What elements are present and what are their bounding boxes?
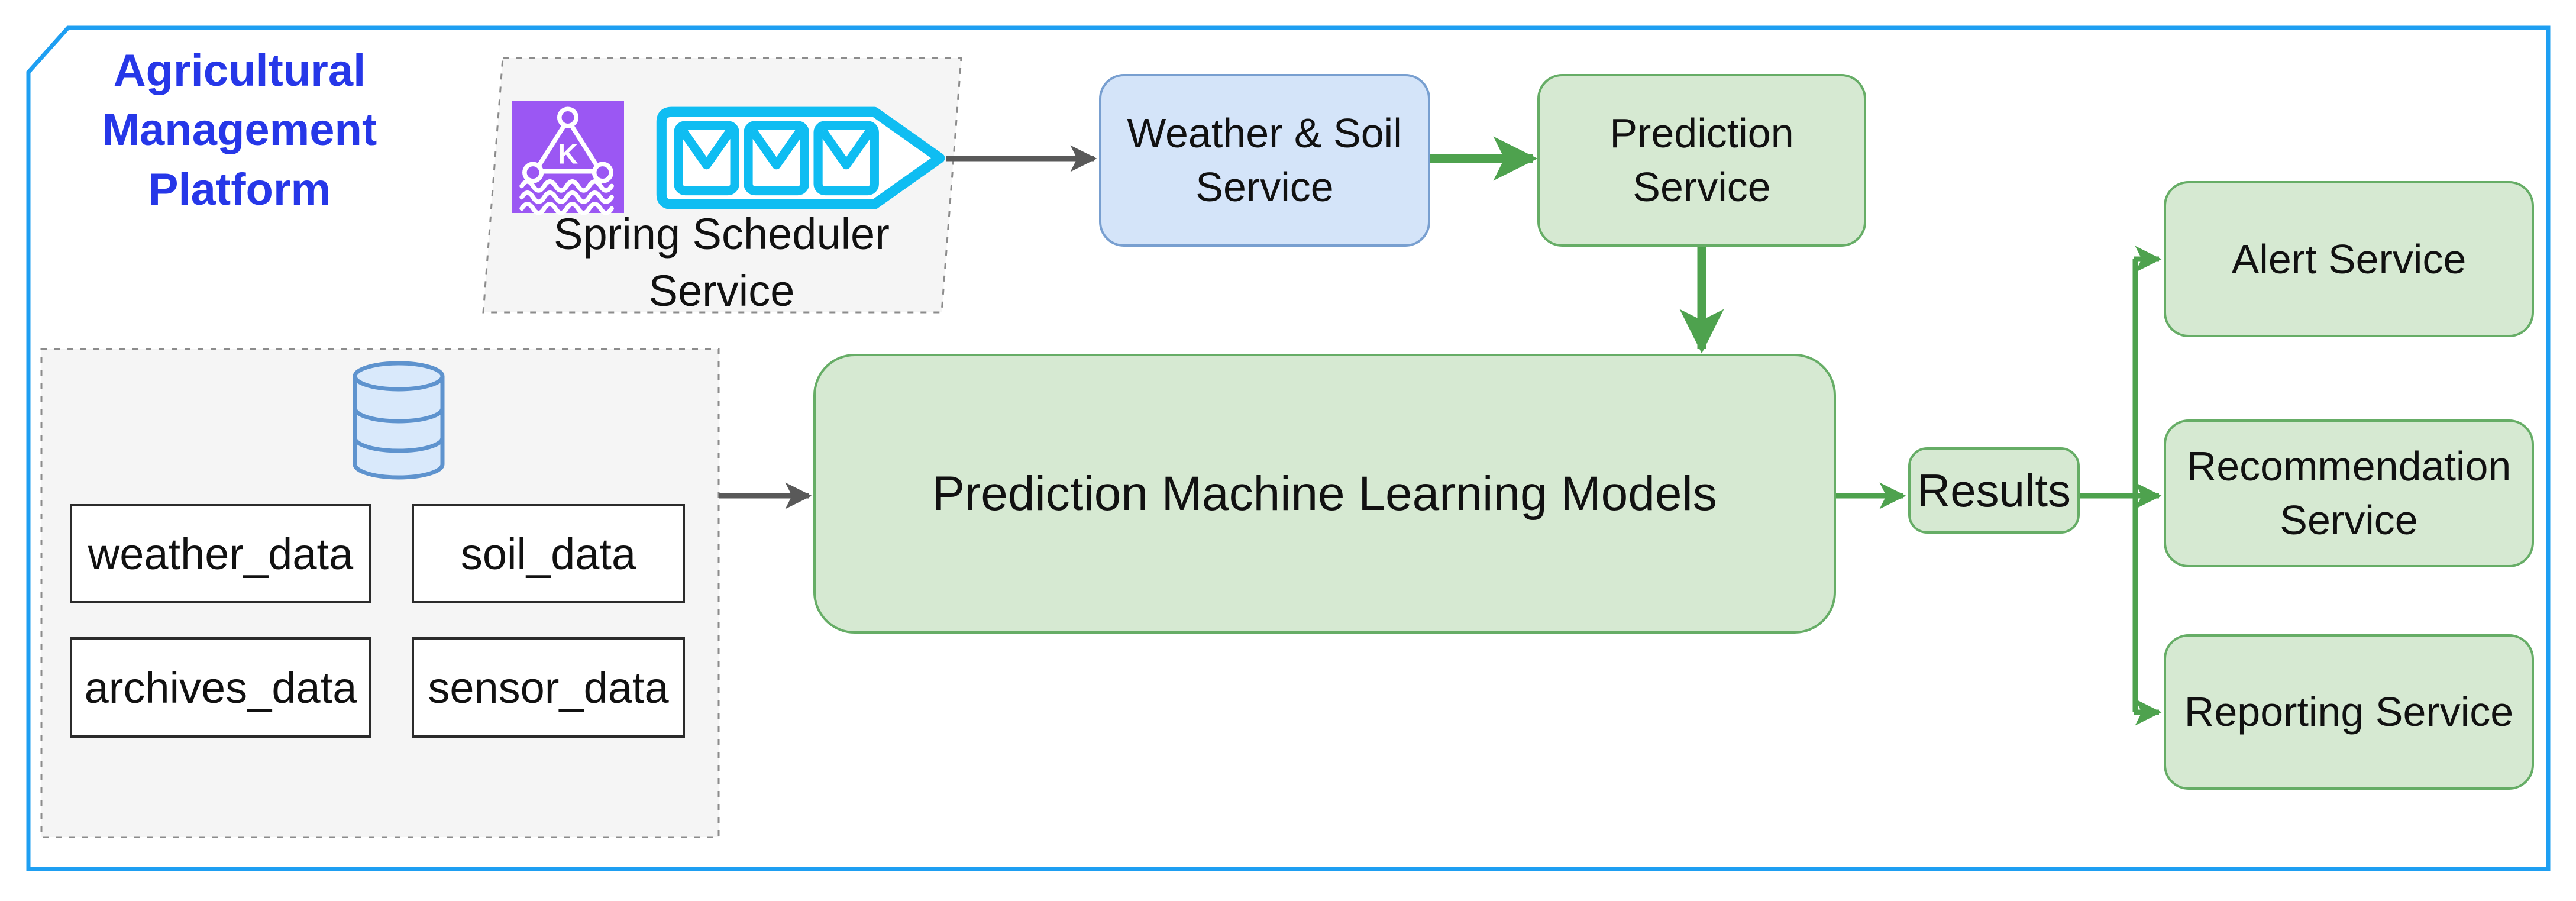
node-reporting-service: Reporting Service — [2164, 634, 2534, 790]
kafka-msk-icon: K — [512, 101, 624, 215]
node-reporting-label: Reporting Service — [2184, 689, 2514, 735]
node-weather-soil-label: Weather & Soil Service — [1127, 110, 1402, 210]
svg-text:K: K — [558, 138, 578, 170]
database-cylinder-icon — [353, 361, 445, 480]
db-table-weather-data: weather_data — [70, 504, 371, 603]
db-table-soil-data: soil_data — [412, 504, 685, 603]
node-alert-service: Alert Service — [2164, 181, 2534, 337]
node-results-label: Results — [1916, 464, 2071, 516]
message-queue-icon — [656, 106, 945, 209]
db-table-label: sensor_data — [428, 663, 669, 712]
db-table-label: archives_data — [84, 663, 357, 712]
node-recommendation-label: Recommendation Service — [2186, 443, 2512, 543]
node-ml-models-label: Prediction Machine Learning Models — [932, 466, 1717, 521]
node-recommendation-service: Recommendation Service — [2164, 419, 2534, 567]
node-prediction-service: Prediction Service — [1537, 74, 1866, 247]
db-table-label: weather_data — [88, 529, 354, 579]
node-weather-soil-service: Weather & Soil Service — [1099, 74, 1430, 247]
node-prediction-label: Prediction Service — [1609, 110, 1794, 210]
node-alert-label: Alert Service — [2231, 235, 2467, 282]
db-table-archives-data: archives_data — [70, 637, 371, 738]
platform-title: Agricultural Management Platform — [102, 46, 377, 215]
db-table-label: soil_data — [460, 529, 636, 579]
platform-frame-border — [26, 25, 2551, 871]
db-table-sensor-data: sensor_data — [412, 637, 685, 738]
node-ml-models: Prediction Machine Learning Models — [813, 354, 1836, 634]
node-results: Results — [1908, 447, 2080, 534]
node-spring-scheduler-label: Spring Scheduler Service — [554, 209, 890, 316]
